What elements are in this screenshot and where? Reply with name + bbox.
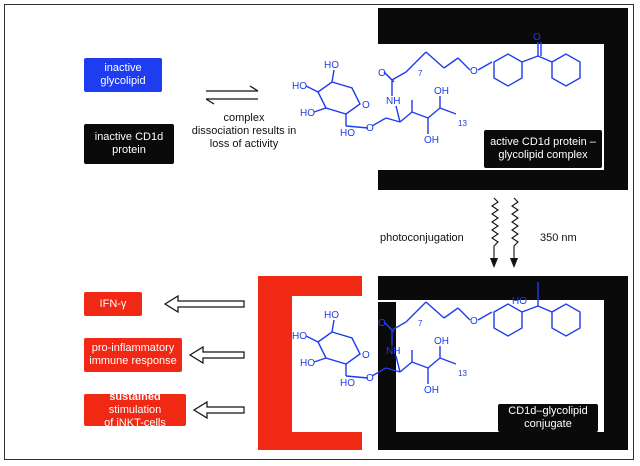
inactive-cd1d-box: inactive CD1d protein [84, 124, 174, 164]
svg-text:HO: HO [324, 310, 339, 321]
svg-text:OH: OH [424, 135, 439, 146]
svg-text:NH: NH [386, 346, 400, 357]
svg-text:OH: OH [424, 385, 439, 396]
svg-text:7: 7 [418, 319, 423, 328]
svg-text:O: O [470, 316, 478, 327]
inkt-receptor-label: iNKT-cell receptor [303, 404, 348, 429]
photoconjugation-label: photoconjugation [380, 232, 464, 244]
active-complex-label: active CD1d protein – glycolipid complex [484, 130, 602, 168]
proinflammatory-box: pro-inflammatory immune response [84, 338, 182, 372]
svg-text:HO: HO [340, 128, 355, 139]
svg-text:HO: HO [340, 378, 355, 389]
svg-text:O: O [533, 32, 541, 43]
light-arrows [490, 197, 519, 268]
sustained-line2: of iNKT-cells [104, 416, 166, 429]
svg-text:O: O [470, 66, 478, 77]
svg-text:O: O [362, 350, 370, 361]
inactive-glycolipid-box: inactive glycolipid [84, 58, 162, 92]
svg-text:O: O [362, 100, 370, 111]
svg-text:OH: OH [434, 336, 449, 347]
svg-text:HO: HO [292, 331, 307, 342]
svg-text:O: O [366, 123, 374, 134]
equilibrium-arrows [205, 85, 259, 105]
ifn-gamma-box: IFN-γ [84, 292, 142, 316]
sustained-bold: sustained [109, 390, 161, 403]
svg-text:13: 13 [458, 369, 467, 378]
svg-text:7: 7 [418, 69, 423, 78]
svg-text:O: O [378, 68, 386, 79]
conjugate-label: CD1d–glycolipid conjugate [498, 404, 598, 432]
svg-text:HO: HO [300, 358, 315, 369]
sustained-rest: stimulation [108, 403, 162, 416]
svg-text:NH: NH [386, 96, 400, 107]
svg-text:O: O [378, 318, 386, 329]
svg-text:HO: HO [292, 81, 307, 92]
wavelength-label: 350 nm [540, 232, 577, 244]
sustained-stimulation-box: sustained stimulation of iNKT-cells [84, 390, 186, 429]
svg-text:13: 13 [458, 119, 467, 128]
figure-frame [4, 4, 634, 460]
svg-text:HO: HO [324, 60, 339, 71]
svg-text:HO: HO [512, 296, 527, 307]
svg-text:OH: OH [434, 86, 449, 97]
svg-text:HO: HO [300, 108, 315, 119]
svg-text:O: O [366, 373, 374, 384]
dissociation-label: complex dissociation results in loss of … [191, 112, 297, 150]
